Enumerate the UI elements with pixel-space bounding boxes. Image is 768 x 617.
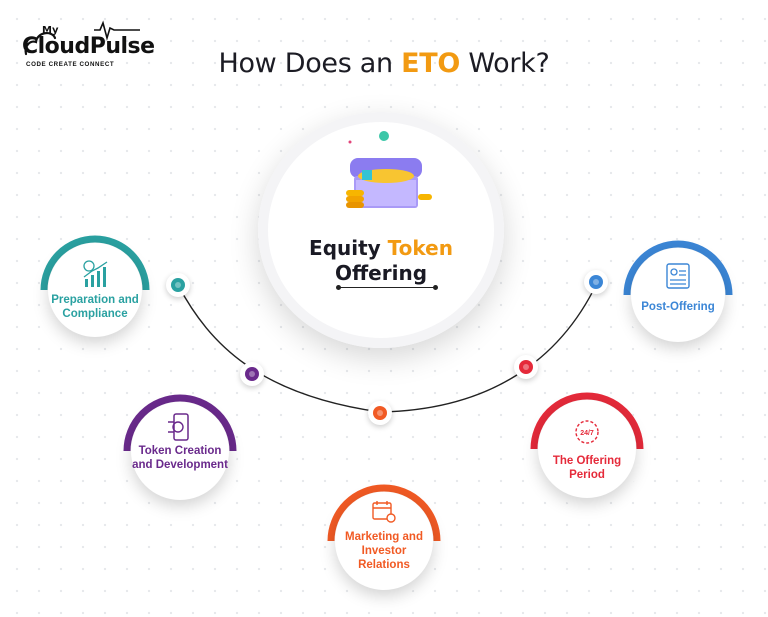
- step-ring: [623, 240, 733, 296]
- logo: My CloudPulse CODE CREATE CONNECT: [22, 20, 155, 72]
- step-label: Preparation and Compliance: [51, 294, 139, 320]
- svg-text:24/7: 24/7: [580, 430, 594, 437]
- center-title: Equity Token Offering: [309, 236, 453, 285]
- mobile-token-icon: [168, 413, 189, 441]
- logo-my: My: [42, 25, 59, 36]
- step-label: Post-Offering: [641, 301, 715, 313]
- title-highlight: ETO: [401, 48, 461, 79]
- step-ring: [123, 394, 237, 452]
- step-ring: [40, 235, 150, 291]
- step-node-5: [584, 270, 608, 294]
- page-title: How Does an ETO Work?: [218, 48, 550, 79]
- growth-chart-icon: [83, 260, 108, 287]
- step-node-2: [240, 362, 264, 386]
- profile-document-icon: [666, 263, 690, 289]
- step-label: Token Creation and Development: [132, 445, 228, 471]
- calendar-gear-icon: [372, 501, 396, 523]
- step-node-3: [368, 401, 392, 425]
- step-label: The Offering Period: [552, 455, 622, 481]
- step-marketing-and-investor-relations: Marketing and Investor Relations: [327, 484, 441, 598]
- step-preparation-and-compliance: Preparation and Compliance: [40, 235, 150, 345]
- center-underline: [336, 285, 438, 290]
- step-node-4: [514, 355, 538, 379]
- step-node-1: [166, 273, 190, 297]
- step-label: Marketing and Investor Relations: [345, 531, 423, 571]
- step-ring: [530, 392, 644, 450]
- step-post-offering: Post-Offering: [623, 240, 733, 350]
- logo-name: CloudPulse: [22, 34, 155, 59]
- center-highlight: Token: [387, 236, 453, 260]
- step-the-offering-period: 24/7 The Offering Period: [530, 392, 644, 506]
- cloud-logo-icon: [24, 20, 140, 56]
- step-ring: [327, 484, 441, 542]
- center-circle: Equity Token Offering: [258, 112, 504, 348]
- treasure-chest-icon: [346, 131, 432, 208]
- logo-tagline: CODE CREATE CONNECT: [26, 61, 115, 68]
- step-token-creation-and-development: Token Creation and Development: [123, 394, 237, 508]
- clock-24-7-icon: 24/7: [575, 420, 599, 444]
